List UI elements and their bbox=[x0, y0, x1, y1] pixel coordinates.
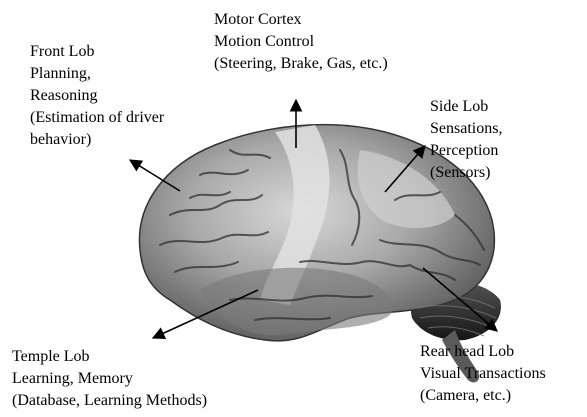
rear-head-lobe-title: Rear head Lob bbox=[420, 341, 546, 363]
temple-lobe-label: Temple Lob Learning, Memory (Database, L… bbox=[12, 346, 207, 412]
rear-head-lobe-line: Visual Transactions bbox=[420, 363, 546, 385]
front-lobe-line: Reasoning bbox=[30, 85, 164, 107]
motor-cortex-line: (Steering, Brake, Gas, etc.) bbox=[214, 53, 388, 75]
temple-lobe-line: (Database, Learning Methods) bbox=[12, 390, 207, 412]
temple-lobe-line: Learning, Memory bbox=[12, 368, 207, 390]
front-lobe-line: (Estimation of driver bbox=[30, 107, 164, 129]
front-lobe-label: Front Lob Planning, Reasoning (Estimatio… bbox=[30, 41, 164, 151]
motor-cortex-label: Motor Cortex Motion Control (Steering, B… bbox=[214, 9, 388, 75]
motor-cortex-title: Motor Cortex bbox=[214, 9, 388, 31]
front-lobe-line: Planning, bbox=[30, 63, 164, 85]
rear-head-lobe-label: Rear head Lob Visual Transactions (Camer… bbox=[420, 341, 546, 407]
side-lobe-line: Sensations, bbox=[430, 118, 502, 140]
rear-head-lobe-line: (Camera, etc.) bbox=[420, 385, 546, 407]
temple-lobe-title: Temple Lob bbox=[12, 346, 207, 368]
side-lobe-line: (Sensors) bbox=[430, 162, 502, 184]
side-lobe-line: Perception bbox=[430, 140, 502, 162]
front-lobe-line: behavior) bbox=[30, 129, 164, 151]
side-lobe-label: Side Lob Sensations, Perception (Sensors… bbox=[430, 96, 502, 184]
side-lobe-title: Side Lob bbox=[430, 96, 502, 118]
front-lobe-title: Front Lob bbox=[30, 41, 164, 63]
motor-cortex-line: Motion Control bbox=[214, 31, 388, 53]
